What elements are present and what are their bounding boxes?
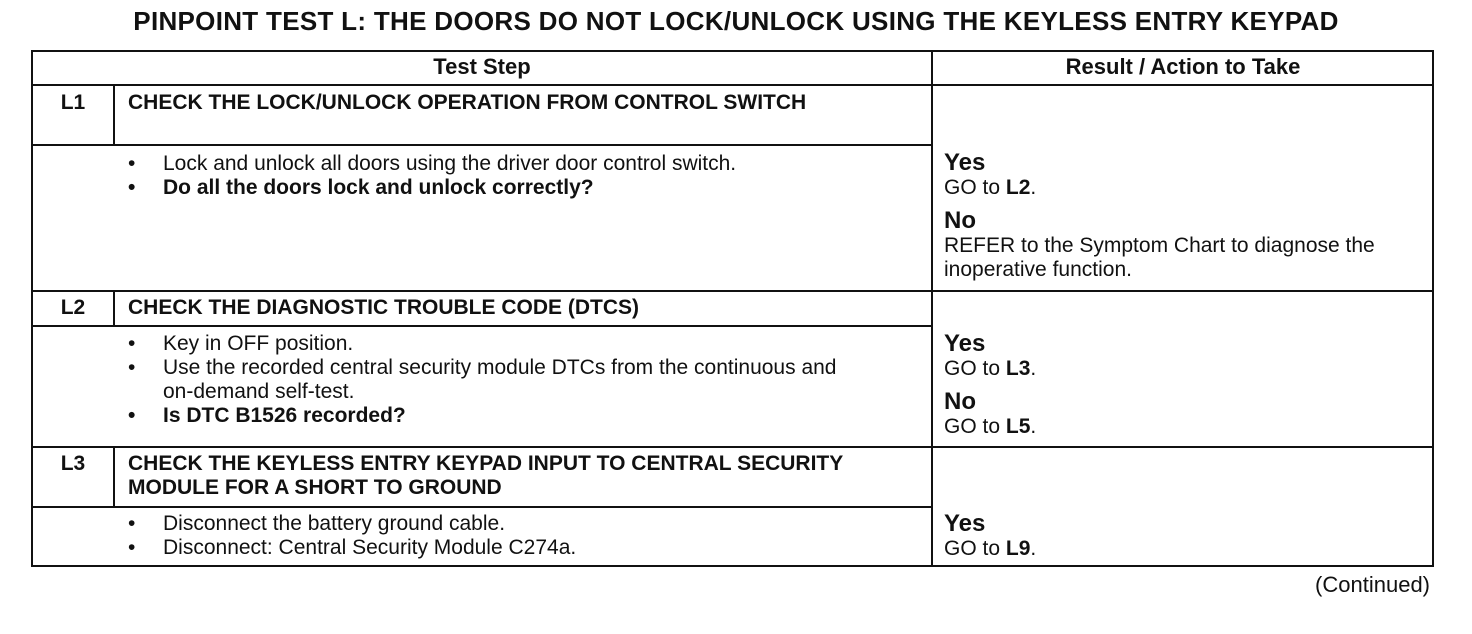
step-instructions: Key in OFF position. Use the recorded ce…	[128, 332, 848, 428]
instruction-question: Is DTC B1526 recorded?	[128, 404, 848, 428]
action-text: GO to L3.	[944, 357, 1037, 380]
instruction-item: Key in OFF position.	[128, 332, 848, 356]
goto-target: L9	[1005, 537, 1031, 560]
answer-label: Yes	[944, 149, 986, 176]
action-text: GO to L9.	[944, 537, 1037, 560]
step-heading-rule	[31, 144, 932, 146]
column-divider	[931, 50, 933, 567]
answer-label: Yes	[944, 510, 986, 537]
answer-label: No	[944, 388, 976, 415]
result-block: Yes GO to L2. No REFER to the Symptom Ch…	[944, 150, 1429, 282]
step-instructions: Disconnect the battery ground cable. Dis…	[128, 512, 918, 560]
step-id: L2	[60, 296, 86, 319]
result-block: Yes GO to L3. No GO to L5.	[944, 331, 1429, 439]
instruction-item: Disconnect the battery ground cable.	[128, 512, 918, 536]
step-heading: CHECK THE DIAGNOSTIC TROUBLE CODE (DTCS)	[128, 296, 639, 319]
step-instructions: Lock and unlock all doors using the driv…	[128, 152, 918, 200]
continued-note: (Continued)	[1315, 572, 1430, 597]
instruction-question: Do all the doors lock and unlock correct…	[128, 176, 918, 200]
step-id: L1	[60, 91, 86, 114]
answer-label: No	[944, 207, 976, 234]
result-block: Yes GO to L9.	[944, 511, 1429, 561]
step-rule	[31, 446, 1434, 448]
instruction-item: Use the recorded central security module…	[128, 356, 848, 404]
step-heading-rule	[31, 506, 932, 508]
pinpoint-test-table	[31, 50, 1434, 567]
action-text: GO to L5.	[944, 415, 1037, 438]
step-heading: CHECK THE LOCK/UNLOCK OPERATION FROM CON…	[128, 91, 807, 114]
test-step-header: Test Step	[433, 54, 531, 79]
header-rule	[31, 84, 1434, 86]
result-header: Result / Action to Take	[1065, 54, 1301, 79]
goto-target: L2	[1005, 176, 1031, 199]
step-heading: CHECK THE KEYLESS ENTRY KEYPAD INPUT TO …	[128, 452, 843, 499]
action-text: REFER to the Symptom Chart to diagnose t…	[944, 234, 1375, 281]
step-id: L3	[60, 452, 86, 475]
page-title: PINPOINT TEST L: THE DOORS DO NOT LOCK/U…	[133, 6, 1339, 36]
id-divider	[113, 291, 115, 327]
step-rule	[31, 290, 1434, 292]
goto-target: L3	[1005, 357, 1031, 380]
step-heading-rule	[31, 325, 932, 327]
id-divider	[113, 85, 115, 145]
instruction-item: Lock and unlock all doors using the driv…	[128, 152, 918, 176]
goto-target: L5	[1005, 415, 1031, 438]
id-divider	[113, 447, 115, 507]
answer-label: Yes	[944, 330, 986, 357]
instruction-item: Disconnect: Central Security Module C274…	[128, 536, 918, 560]
action-text: GO to L2.	[944, 176, 1037, 199]
